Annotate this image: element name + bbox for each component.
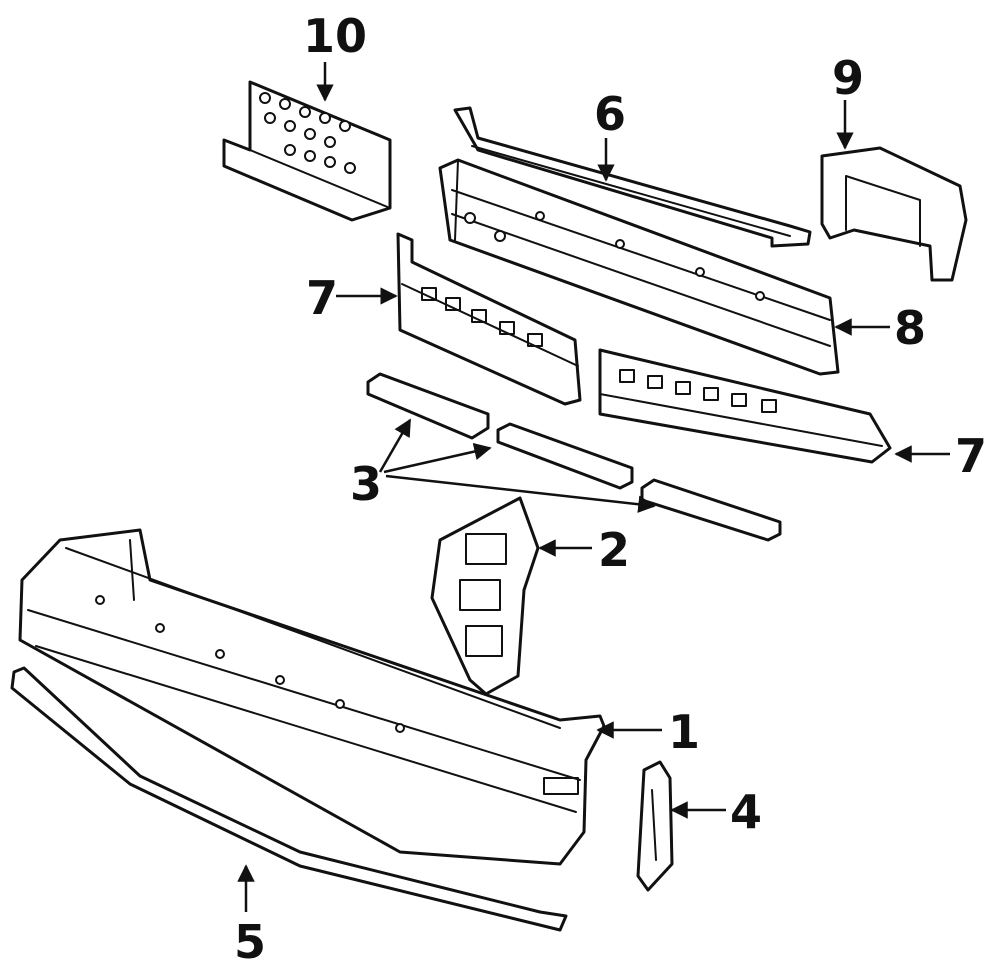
- part-10-bracket: [222, 80, 392, 222]
- label-7-right: 7: [955, 429, 987, 483]
- part-6-reinforcement: [453, 106, 812, 248]
- label-3: 3: [350, 457, 382, 511]
- part-5-valance: [10, 666, 568, 932]
- label-4: 4: [730, 785, 762, 839]
- label-10: 10: [303, 9, 367, 63]
- label-2: 2: [598, 523, 630, 577]
- leader-lines: [237, 62, 950, 912]
- part-7-left-panel: [396, 232, 582, 406]
- part-9-side-bracket: [820, 146, 968, 282]
- label-1: 1: [668, 705, 700, 759]
- label-6: 6: [594, 87, 626, 141]
- label-7-left: 7: [306, 271, 338, 325]
- part-8-absorber: [438, 158, 840, 376]
- callout-labels: 10 6 9 7 8 7 3 2 1 4 5: [234, 9, 987, 969]
- label-8: 8: [894, 301, 926, 355]
- part-7-right-panel: [598, 348, 892, 464]
- part-4-side-bracket: [636, 760, 674, 892]
- part-1-bumper-cover: [18, 528, 606, 866]
- label-9: 9: [832, 51, 864, 105]
- bracket-holes: [259, 92, 356, 174]
- label-5: 5: [234, 915, 266, 969]
- part-2-bracket: [430, 496, 540, 696]
